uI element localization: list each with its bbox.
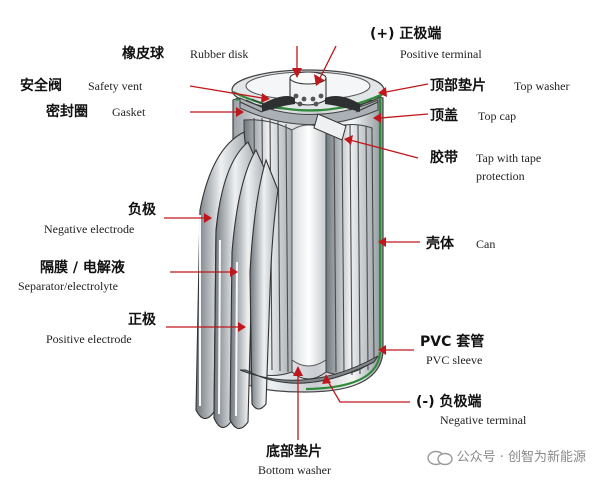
label-positive-terminal: (+) 正极端 Positive terminal (370, 25, 482, 61)
label-pvc-sleeve: PVC 套管 PVC sleeve (420, 333, 484, 367)
wechat-icon (426, 450, 453, 465)
svg-text:(-) 负极端: (-) 负极端 (416, 393, 481, 410)
top-cap-assembly (231, 69, 385, 125)
label-negative-terminal: (-) 负极端 Negative terminal (416, 393, 527, 427)
svg-text:Top washer: Top washer (514, 79, 569, 93)
label-negative-electrode: 负极 Negative electrode (44, 201, 157, 236)
svg-text:底部垫片: 底部垫片 (266, 443, 322, 460)
svg-text:PVC sleeve: PVC sleeve (426, 353, 482, 367)
label-positive-electrode: 正极 Positive electrode (46, 311, 157, 346)
svg-text:负极: 负极 (128, 201, 157, 218)
svg-text:Separator/electrolyte: Separator/electrolyte (18, 279, 118, 293)
svg-text:顶盖: 顶盖 (430, 107, 458, 124)
svg-text:顶部垫片: 顶部垫片 (430, 77, 486, 94)
svg-text:Positive terminal: Positive terminal (400, 47, 482, 61)
label-top-washer: 顶部垫片 Top washer (430, 77, 569, 94)
svg-text:(+) 正极端: (+) 正极端 (370, 25, 441, 42)
svg-text:Top cap: Top cap (478, 109, 516, 123)
label-tape-protection: 胶带 Tap with tape protection (430, 149, 541, 183)
svg-text:正极: 正极 (128, 311, 157, 328)
leader-lines (164, 45, 429, 440)
unwound-sheets (195, 131, 279, 430)
svg-text:Negative terminal: Negative terminal (440, 413, 527, 427)
svg-text:protection: protection (476, 169, 525, 183)
svg-text:隔膜 / 电解液: 隔膜 / 电解液 (40, 259, 126, 276)
svg-text:Bottom washer: Bottom washer (258, 463, 331, 477)
svg-text:Positive electrode: Positive electrode (46, 332, 132, 346)
label-separator-electrolyte: 隔膜 / 电解液 Separator/electrolyte (18, 259, 126, 293)
label-bottom-washer: 底部垫片 Bottom washer (258, 443, 331, 477)
svg-text:橡皮球: 橡皮球 (122, 45, 165, 62)
label-can: 壳体 Can (425, 235, 495, 252)
svg-text:PVC 套管: PVC 套管 (420, 333, 484, 350)
svg-text:Tap with tape: Tap with tape (476, 151, 541, 165)
svg-text:胶带: 胶带 (430, 149, 458, 166)
svg-text:安全阀: 安全阀 (20, 77, 62, 94)
svg-text:Rubber disk: Rubber disk (190, 47, 248, 61)
label-top-cap: 顶盖 Top cap (430, 107, 516, 124)
watermark: 公众号 · 创智为新能源 (426, 446, 586, 466)
svg-text:密封圈: 密封圈 (45, 103, 88, 120)
watermark-text: 公众号 · 创智为新能源 (456, 450, 586, 465)
svg-text:Safety vent: Safety vent (88, 79, 143, 93)
svg-text:Can: Can (476, 237, 495, 251)
label-rubber-disk: 橡皮球 Rubber disk (122, 45, 248, 62)
label-safety-vent: 安全阀 Safety vent (20, 77, 143, 94)
svg-text:壳体: 壳体 (425, 235, 455, 252)
svg-text:Gasket: Gasket (112, 105, 146, 119)
label-gasket: 密封圈 Gasket (45, 103, 146, 120)
svg-text:Negative electrode: Negative electrode (44, 222, 134, 236)
